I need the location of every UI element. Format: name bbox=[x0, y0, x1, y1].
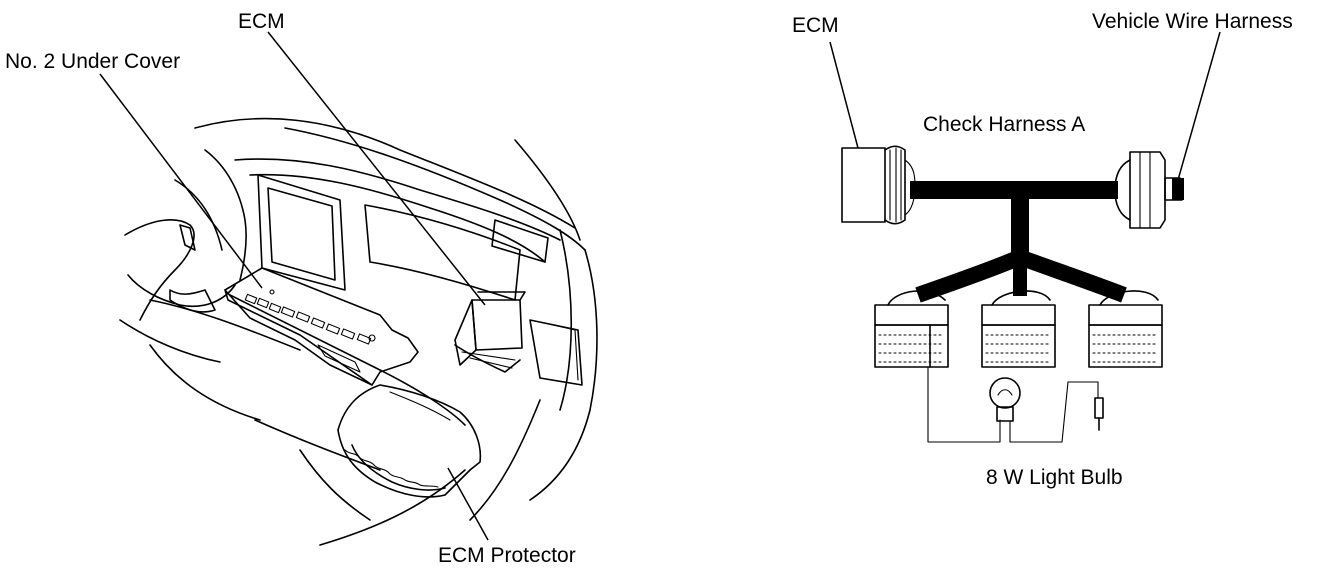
label-light-bulb: 8 W Light Bulb bbox=[986, 466, 1123, 489]
leader-protector bbox=[447, 467, 489, 541]
label-vehicle-wire-harness: Vehicle Wire Harness bbox=[1092, 10, 1293, 33]
label-ecm-left: ECM bbox=[238, 10, 285, 33]
leader-under-cover bbox=[99, 73, 263, 289]
leader-ecm-right bbox=[829, 41, 859, 149]
label-check-harness: Check Harness A bbox=[923, 113, 1085, 136]
check-connector-left bbox=[874, 290, 949, 368]
leader-lines bbox=[99, 31, 1221, 541]
label-ecm-protector: ECM Protector bbox=[438, 544, 576, 567]
under-cover-panel bbox=[224, 267, 419, 386]
label-ecm-right: ECM bbox=[792, 14, 839, 37]
leader-wire-harness bbox=[1177, 31, 1221, 181]
label-under-cover: No. 2 Under Cover bbox=[5, 50, 180, 73]
leader-ecm-left bbox=[267, 31, 486, 306]
check-connector-middle bbox=[981, 290, 1056, 368]
dashboard-drawing bbox=[119, 117, 598, 546]
check-harness-diagram bbox=[841, 145, 1184, 443]
check-connector-right bbox=[1088, 290, 1163, 368]
ecm-unit-drawing bbox=[454, 291, 583, 386]
ecm-protector-drawing bbox=[337, 384, 482, 498]
light-bulb-circuit bbox=[927, 366, 1104, 443]
